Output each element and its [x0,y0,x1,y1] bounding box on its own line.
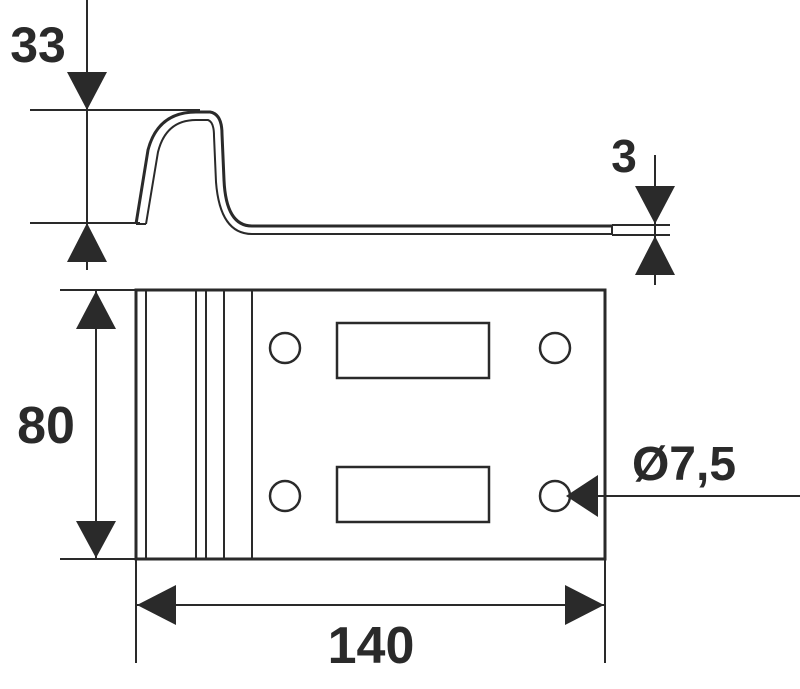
mounting-hole-top-left [268,331,302,365]
width-arrow-top [76,291,116,329]
slot-top [335,321,491,380]
length-arrow-right [565,585,604,625]
hole-diameter-label: Ø7,5 [632,438,736,491]
width-arrow-bottom [76,521,116,558]
height-dimension: 33 [10,0,200,270]
thickness-arrow-bottom [635,236,675,275]
thickness-dimension: 3 [611,130,675,285]
thickness-label: 3 [611,130,637,182]
bent-profile-inner [145,119,612,235]
hole-diameter-callout: Ø7,5 [566,438,800,517]
width-dimension: 80 [17,289,136,560]
height-label: 33 [10,17,66,73]
width-label: 80 [17,397,75,455]
length-arrow-left [137,585,176,625]
mounting-hole-bottom-right [538,479,572,513]
height-arrow-bottom [67,223,107,262]
bent-profile-outline [134,110,612,228]
length-dimension: 140 [135,559,606,675]
slot-bottom [335,465,491,524]
height-arrow-top [67,72,107,110]
mounting-hole-bottom-left [268,479,302,513]
plate-top-view [134,288,607,561]
length-label: 140 [328,617,415,675]
mounting-hole-top-right [538,331,572,365]
hole-leader-arrow [566,475,598,517]
plate-outline [134,288,607,561]
thickness-arrow-top [635,186,675,224]
side-profile-view [134,110,613,235]
